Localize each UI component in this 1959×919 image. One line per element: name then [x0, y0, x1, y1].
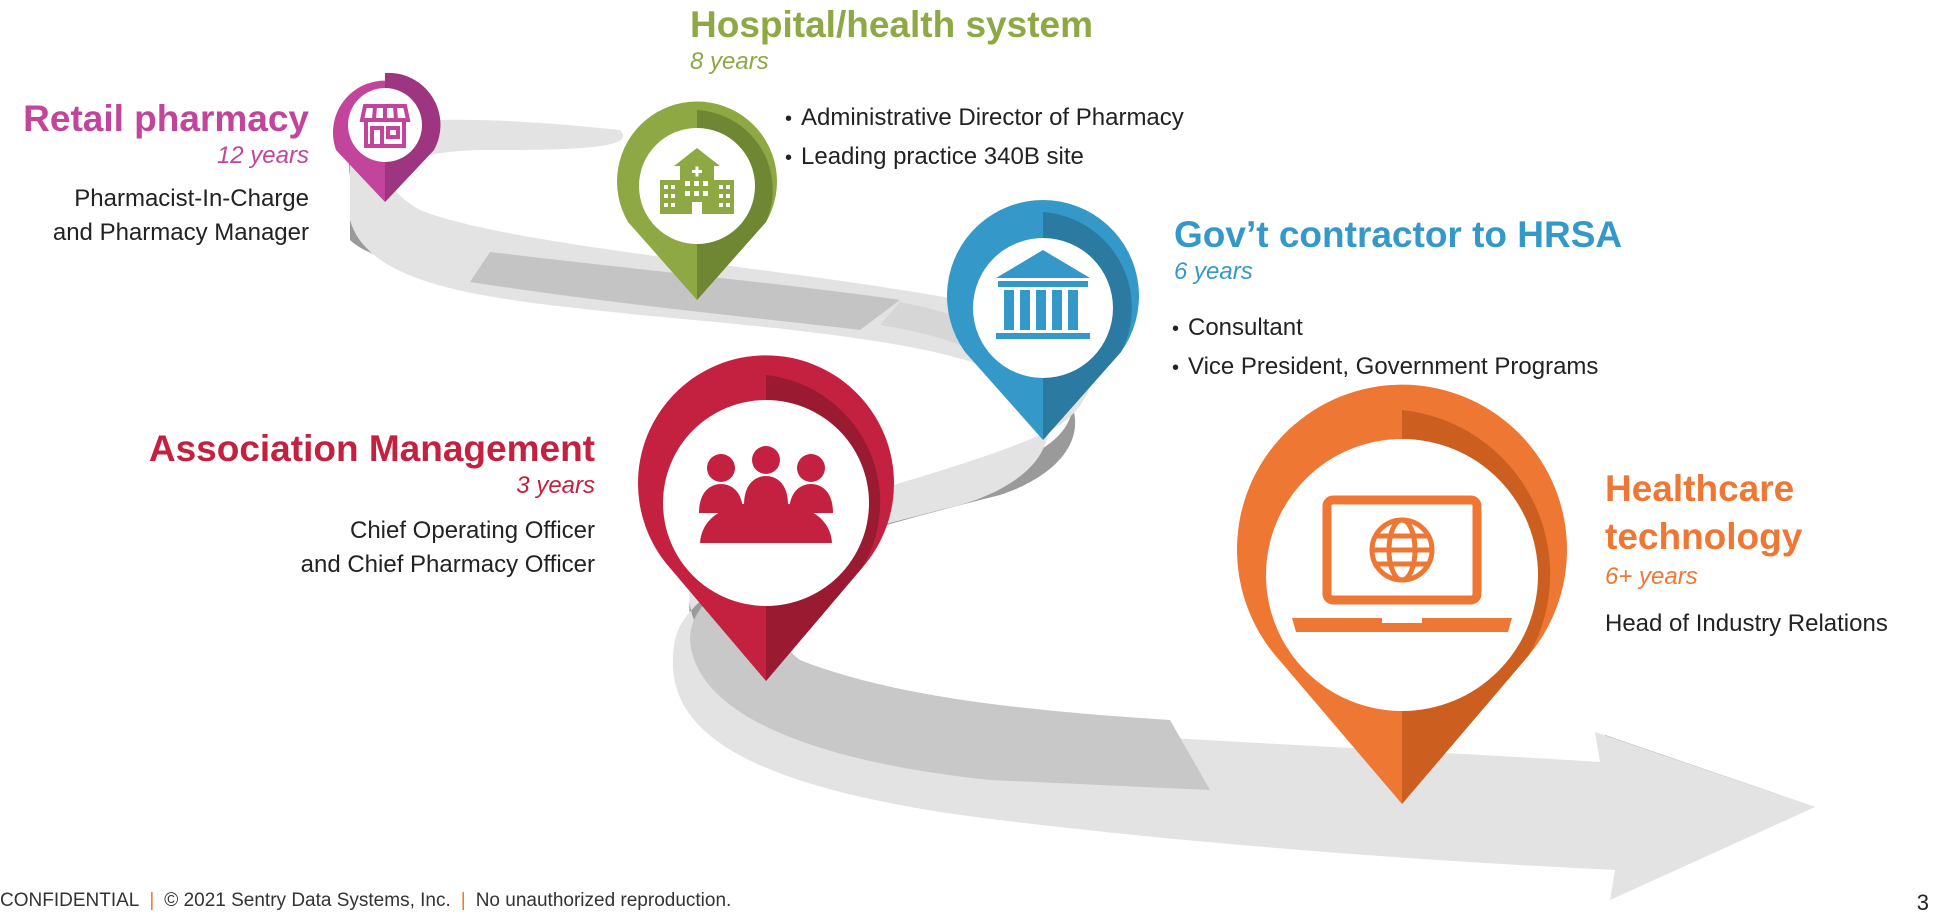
bullet-dot: • — [785, 108, 793, 130]
stage-association-years: 3 years — [516, 472, 595, 499]
footer-separator: | — [460, 890, 466, 911]
stage-association-title: Association Management — [148, 428, 595, 469]
stage-healthtech: Healthcare technology 6+ years Head of I… — [1605, 465, 1888, 641]
stage-hospital-years: 8 years — [690, 48, 769, 75]
pin-retail — [333, 72, 441, 202]
stage-healthtech-title-line-1: Healthcare — [1605, 468, 1795, 509]
stage-retail-title: Retail pharmacy — [23, 98, 309, 139]
storefront-icon — [359, 104, 411, 148]
stage-hospital-title: Hospital/health system — [690, 4, 1094, 45]
stage-retail-years: 12 years — [216, 142, 309, 169]
stage-healthtech-years: 6+ years — [1605, 563, 1698, 590]
stage-gov: Gov’t contractor to HRSA 6 years — [1174, 214, 1622, 288]
pin-association — [638, 355, 894, 681]
stage-association: Association Management 3 years Chief Ope… — [149, 428, 595, 582]
bullet-dot: • — [785, 147, 793, 169]
footer-confidential: CONFIDENTIAL — [0, 890, 140, 911]
people-meeting-icon — [699, 446, 833, 543]
pin-hospital — [617, 101, 778, 300]
stage-association-desc-line-2: and Chief Pharmacy Officer — [300, 551, 595, 578]
bullet-dot: • — [1172, 357, 1180, 379]
road-shade-2 — [690, 540, 1210, 790]
bullet-text: Administrative Director of Pharmacy — [801, 104, 1184, 131]
stage-gov-bullets: • Consultant • Vice President, Government … — [1172, 309, 1598, 387]
bullet-item: • Vice President, Government Programs — [1172, 348, 1598, 387]
bullet-dot: • — [1172, 318, 1180, 340]
hospital-icon — [660, 148, 734, 214]
bullet-text: Vice President, Government Programs — [1188, 353, 1599, 380]
footer-copyright: © 2021 Sentry Data Systems, Inc. — [164, 890, 451, 911]
stage-healthtech-title-line-2: technology — [1605, 516, 1803, 557]
road-surface — [350, 119, 1815, 900]
footer-separator: | — [149, 890, 155, 911]
bullet-item: • Leading practice 340B site — [785, 138, 1184, 177]
page-number: 3 — [1916, 890, 1929, 915]
pin-healthtech-inner — [1266, 439, 1538, 711]
bullet-item: • Administrative Director of Pharmacy — [785, 99, 1184, 138]
stage-gov-title: Gov’t contractor to HRSA — [1174, 214, 1623, 255]
pin-retail-inner — [348, 88, 422, 162]
laptop-globe-icon — [1292, 495, 1512, 632]
road-shade-1 — [470, 252, 900, 330]
bullet-text: Leading practice 340B site — [801, 143, 1084, 170]
bullet-item: • Consultant — [1172, 309, 1598, 348]
pin-gov — [947, 200, 1139, 440]
stage-healthtech-desc-line-1: Head of Industry Relations — [1605, 610, 1888, 637]
bullet-text: Consultant — [1188, 314, 1303, 341]
government-building-icon — [996, 250, 1090, 339]
stage-retail-desc-line-1: Pharmacist-In-Charge — [74, 185, 309, 212]
stage-gov-years: 6 years — [1174, 258, 1253, 285]
pin-healthtech — [1237, 384, 1567, 804]
stage-association-desc-line-1: Chief Operating Officer — [349, 517, 595, 544]
stage-hospital-bullets: • Administrative Director of Pharmacy • Le… — [785, 99, 1184, 177]
stage-retail: Retail pharmacy 12 years Pharmacist-In-C… — [23, 98, 309, 250]
stage-hospital: Hospital/health system 8 years — [690, 4, 1093, 78]
footer-notice: No unauthorized reproduction. — [475, 890, 732, 911]
footer: CONFIDENTIAL | © 2021 Sentry Data Systems,… — [0, 890, 731, 912]
stage-retail-desc-line-2: and Pharmacy Manager — [52, 219, 309, 246]
